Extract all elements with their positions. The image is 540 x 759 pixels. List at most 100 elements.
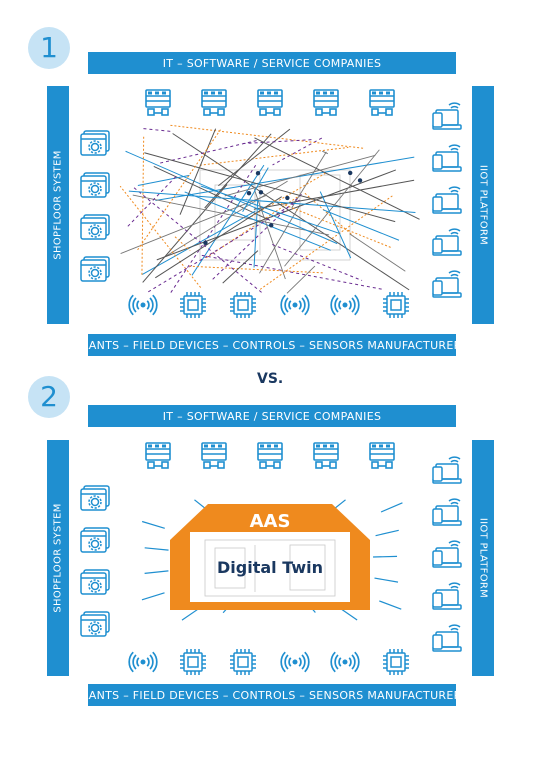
aas-title: AAS	[250, 511, 291, 532]
connection-line	[156, 169, 397, 261]
connection-line	[170, 164, 257, 293]
connection-line	[174, 236, 191, 252]
connection-line	[254, 137, 420, 220]
connection-line	[125, 150, 338, 245]
settings-window-icon	[80, 214, 110, 240]
settings-window-icon	[80, 611, 110, 637]
connection-node	[357, 178, 363, 183]
wireless-laptop-icon	[432, 228, 462, 256]
digital-twin-title: Digital Twin	[217, 558, 323, 577]
connection-line	[191, 164, 265, 276]
connection-node	[258, 190, 264, 195]
wireless-signal-icon	[280, 294, 310, 316]
wireless-laptop-icon	[432, 102, 462, 130]
machine-outline	[199, 169, 351, 261]
wireless-laptop-icon	[432, 456, 462, 484]
panel-2-icons	[80, 442, 462, 675]
wireless-laptop-icon	[432, 270, 462, 298]
chip-icon	[383, 649, 409, 675]
chip-icon	[230, 649, 256, 675]
connection-line	[155, 156, 415, 202]
connection-line	[284, 149, 380, 267]
machine-outline	[204, 539, 336, 597]
server-rack-icon	[313, 89, 339, 116]
server-rack-icon	[369, 442, 395, 469]
connection-line	[160, 139, 258, 164]
panel-1-icons	[80, 89, 462, 318]
connection-line	[142, 184, 228, 283]
chip-icon	[180, 292, 206, 318]
connection-line	[184, 191, 331, 251]
connection-line	[144, 152, 396, 223]
server-rack-icon	[313, 442, 339, 469]
chip-icon	[383, 292, 409, 318]
connection-line	[132, 194, 330, 236]
panel-2-left-bar: SHOPFLOOR SYSTEM	[47, 440, 69, 676]
panel-2-number-badge: 2	[28, 376, 70, 418]
connection-line	[242, 167, 269, 212]
connection-line	[155, 196, 282, 279]
server-rack-icon	[369, 89, 395, 116]
spaghetti-connections	[119, 124, 420, 294]
connection-line	[259, 195, 393, 290]
hub-ray	[373, 555, 398, 558]
panel-2-right-bar: IIOT PLATFORM	[472, 440, 494, 676]
connection-line	[247, 172, 327, 219]
server-rack-icon	[145, 442, 171, 469]
connection-line	[142, 210, 256, 275]
panel-2-bottom-bar: PLANTS – FIELD DEVICES – CONTROLS – SENS…	[75, 684, 469, 706]
wireless-laptop-icon	[432, 186, 462, 214]
connection-node	[203, 240, 208, 246]
wireless-laptop-icon	[432, 144, 462, 172]
settings-window-icon	[80, 485, 110, 511]
hub-ray	[141, 520, 165, 529]
hub-ray	[141, 592, 165, 601]
panel-1-bottom-bar: PLANTS – FIELD DEVICES – CONTROLS – SENS…	[75, 334, 469, 356]
wireless-laptop-icon	[432, 498, 462, 526]
connection-line	[133, 187, 264, 294]
connection-line	[349, 233, 406, 272]
connection-line	[168, 124, 364, 149]
server-rack-icon	[257, 442, 283, 469]
connection-line	[322, 150, 329, 155]
connection-node	[255, 170, 261, 176]
connection-line	[119, 185, 202, 288]
connection-line	[165, 180, 288, 257]
panel-2-top-bar: IT – SOFTWARE / SERVICE COMPANIES	[88, 405, 456, 427]
connection-line	[137, 174, 190, 186]
settings-window-icon	[80, 130, 110, 156]
chip-icon	[230, 292, 256, 318]
connection-line	[273, 200, 392, 249]
panel-1-left-bar: SHOPFLOOR SYSTEM	[47, 86, 69, 324]
wireless-signal-icon	[128, 651, 158, 673]
connection-line	[141, 136, 145, 275]
connection-line	[199, 146, 349, 166]
hub-ray	[144, 547, 169, 551]
panel-1-top-bar: IT – SOFTWARE / SERVICE COMPANIES	[88, 52, 456, 74]
settings-window-icon	[80, 172, 110, 198]
connection-line	[286, 265, 316, 294]
connection-line	[204, 133, 272, 209]
connection-line	[291, 151, 327, 209]
connection-line	[172, 133, 410, 291]
versus-label: VS.	[257, 371, 284, 387]
settings-window-icon	[80, 527, 110, 553]
wireless-signal-icon	[128, 294, 158, 316]
server-rack-icon	[257, 89, 283, 116]
wireless-signal-icon	[330, 651, 360, 673]
hub-ray	[380, 502, 403, 513]
connection-line	[253, 188, 286, 280]
connection-line	[136, 129, 221, 252]
wireless-laptop-icon	[432, 540, 462, 568]
server-rack-icon	[201, 442, 227, 469]
connection-line	[253, 199, 259, 268]
connection-node	[348, 170, 353, 176]
wireless-signal-icon	[280, 651, 310, 673]
connection-line	[120, 195, 267, 254]
connection-line	[253, 179, 415, 210]
hub-ray	[374, 577, 399, 583]
connection-line	[205, 194, 301, 259]
connection-node	[246, 190, 252, 196]
